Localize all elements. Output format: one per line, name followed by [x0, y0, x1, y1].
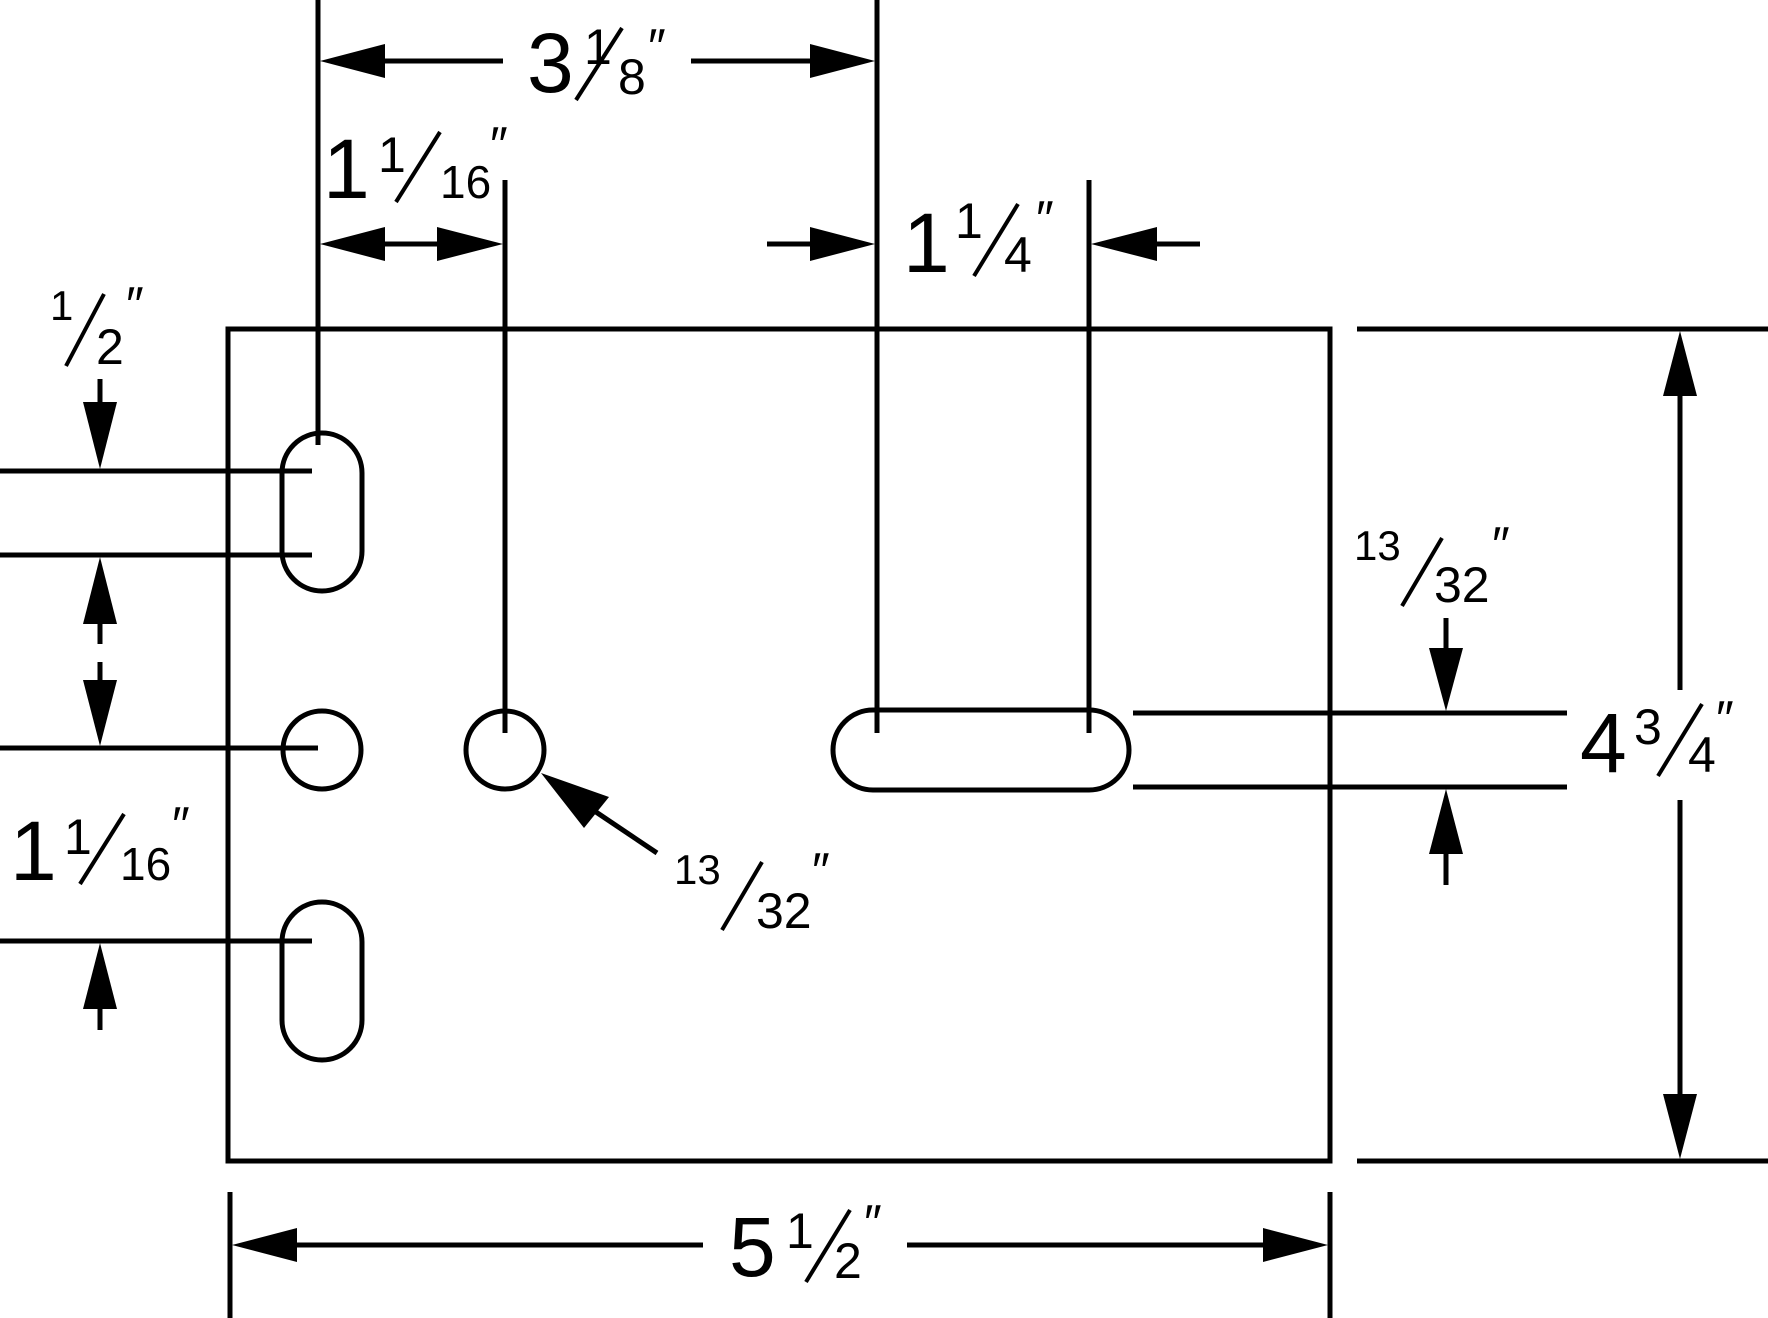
left-spacing-den: 16: [120, 838, 171, 890]
slot-length-whole: 1: [903, 196, 950, 290]
hole-diameter-num: 13: [674, 846, 721, 893]
dim-left-slot-height: 1 2 ″: [50, 277, 144, 644]
top-span-mark: ″: [648, 19, 666, 75]
left-top-offset-whole: 1: [323, 122, 370, 216]
dim-top-span: 3 1 8 ″: [320, 16, 875, 110]
hole-diameter-den: 32: [756, 883, 812, 939]
left-spacing-whole: 1: [10, 804, 57, 898]
left-top-offset-num: 1: [378, 127, 406, 183]
left-top-offset-mark: ″: [490, 117, 508, 173]
left-top-slot: [279, 430, 365, 594]
overall-width-num: 1: [786, 1203, 814, 1259]
top-span-den: 8: [618, 49, 646, 105]
overall-height-mark: ″: [1716, 691, 1734, 747]
slot-width-mark: ″: [1492, 517, 1510, 573]
overall-height-whole: 4: [1580, 696, 1627, 790]
left-spacing-num: 1: [64, 809, 92, 865]
dim-overall-height: 4 3 4 ″: [1580, 331, 1734, 1159]
overall-width-den: 2: [834, 1233, 862, 1289]
slot-length-num: 1: [955, 193, 983, 249]
slot-length-mark: ″: [1036, 191, 1054, 247]
dim-overall-width: 5 1 2 ″: [232, 1195, 1328, 1294]
horizontal-slot: [830, 707, 1132, 793]
dim-slot-width: 13 32 ″: [1354, 517, 1510, 885]
left-slot-height-den: 2: [96, 319, 124, 375]
slot-width-num: 13: [1354, 522, 1401, 569]
left-slot-height-mark: ″: [126, 277, 144, 333]
left-top-offset-den: 16: [440, 156, 491, 208]
plate-outline: [225, 326, 1333, 1164]
overall-width-whole: 5: [729, 1200, 776, 1294]
left-slot-height-num: 1: [50, 282, 73, 329]
dim-left-top-offset: 1 1 16 ″: [320, 117, 508, 261]
dim-slot-length: 1 1 4 ″: [767, 191, 1200, 290]
slot-length-den: 4: [1004, 227, 1032, 283]
overall-height-num: 3: [1634, 699, 1662, 755]
top-span-whole: 3: [527, 16, 574, 110]
overall-width-mark: ″: [864, 1195, 882, 1251]
left-bottom-slot: [279, 899, 365, 1063]
hole-diameter-mark: ″: [812, 843, 830, 899]
dim-left-spacing: 1 1 16 ″: [10, 662, 190, 1030]
left-spacing-mark: ″: [172, 797, 190, 853]
dim-hole-diameter: 13 32 ″: [541, 773, 830, 939]
slot-width-den: 32: [1434, 557, 1490, 613]
overall-height-den: 4: [1688, 727, 1716, 783]
